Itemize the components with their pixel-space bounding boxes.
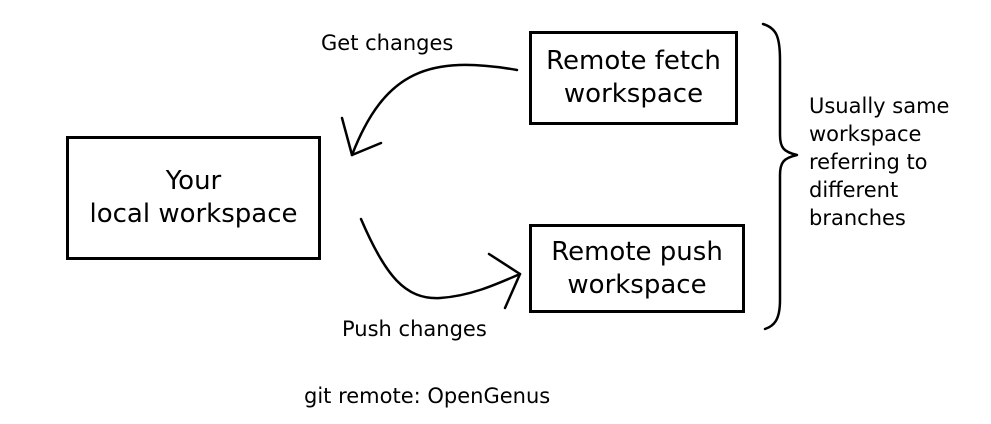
brace-note: Usually same workspace referring to diff… xyxy=(809,92,949,232)
brace-note-line-5: branches xyxy=(809,206,906,230)
get-changes-arrow xyxy=(350,63,519,157)
remote-push-line-2: workspace xyxy=(567,269,707,300)
push-changes-label: Push changes xyxy=(342,317,487,341)
push-changes-arrow xyxy=(359,217,522,300)
footer-caption: git remote: OpenGenus xyxy=(304,384,551,408)
remote-push-line-1: Remote push xyxy=(551,236,723,267)
brace-note-line-3: referring to xyxy=(809,150,928,174)
brace-note-line-1: Usually same xyxy=(809,94,950,118)
grouping-brace xyxy=(761,22,799,331)
remote-fetch-line-2: workspace xyxy=(563,79,704,109)
remote-fetch-workspace-box: Remote fetch workspace xyxy=(529,31,738,125)
brace-note-line-2: workspace xyxy=(809,122,922,146)
get-changes-label: Get changes xyxy=(321,31,454,55)
get-changes-arrowhead xyxy=(340,116,383,157)
remote-push-workspace-box: Remote push workspace xyxy=(529,224,745,313)
brace-note-line-4: different xyxy=(809,178,899,202)
remote-fetch-line-1: Remote fetch xyxy=(546,46,721,76)
local-workspace-line-2: local workspace xyxy=(89,199,298,229)
local-workspace-line-1: Your xyxy=(165,166,222,196)
push-changes-arrowhead xyxy=(487,252,522,310)
local-workspace-box: Your local workspace xyxy=(66,136,321,260)
